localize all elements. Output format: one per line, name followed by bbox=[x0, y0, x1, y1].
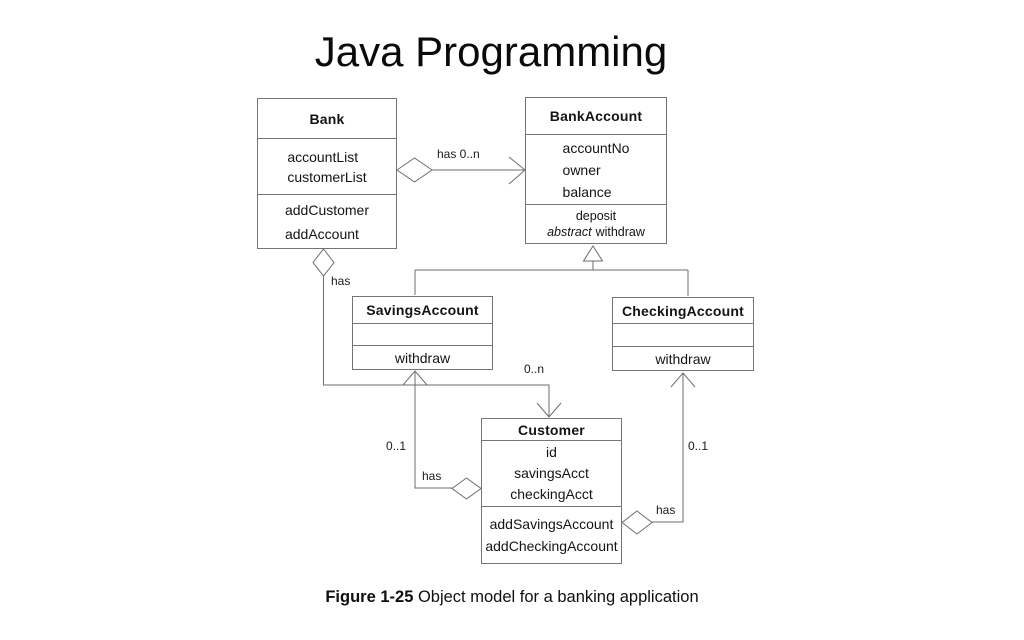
class-attributes bbox=[613, 323, 753, 346]
open-arrowhead-icon bbox=[536, 402, 562, 418]
edge-label-customer-checking-has: has bbox=[656, 503, 676, 517]
class-box-bank: Bank accountList customerList addCustome… bbox=[257, 98, 397, 249]
edge-label-customer-checking-mult: 0..1 bbox=[688, 439, 709, 453]
class-name: Customer bbox=[518, 421, 585, 438]
inheritance-triangle-icon bbox=[582, 245, 604, 262]
method: addCheckingAccount bbox=[485, 538, 618, 554]
method: withdraw bbox=[655, 350, 711, 367]
edge-label-customer-savings-has: has bbox=[422, 469, 442, 483]
attribute: customerList bbox=[287, 168, 367, 185]
class-box-customer: Customer id savingsAcct checkingAcct add… bbox=[481, 418, 622, 564]
attribute: owner bbox=[562, 161, 601, 178]
method-name: withdraw bbox=[595, 225, 645, 239]
class-name: SavingsAccount bbox=[366, 302, 479, 318]
method: withdraw bbox=[394, 349, 451, 366]
method: addAccount bbox=[284, 225, 359, 242]
class-box-savingsaccount: SavingsAccount withdraw bbox=[352, 296, 493, 370]
edge-customer-savings bbox=[402, 370, 482, 500]
figure-caption-text: Object model for a banking application bbox=[413, 588, 699, 606]
edge-bank-bankaccount bbox=[396, 156, 526, 185]
method: addCustomer bbox=[284, 201, 370, 218]
open-arrowhead-icon bbox=[670, 372, 696, 388]
figure-caption-label: Figure 1-25 bbox=[325, 588, 414, 606]
open-arrowhead-icon bbox=[402, 370, 428, 386]
method: addSavingsAccount bbox=[489, 516, 614, 532]
attribute: accountList bbox=[287, 148, 359, 165]
attribute: checkingAcct bbox=[510, 486, 593, 502]
attribute: balance bbox=[562, 183, 612, 200]
edge-label-bank-customer-has: has bbox=[331, 274, 351, 288]
edge-customer-checking bbox=[621, 372, 696, 535]
slide-title: Java Programming bbox=[314, 28, 668, 75]
class-methods: withdraw bbox=[613, 346, 753, 370]
class-name: Bank bbox=[309, 110, 345, 127]
class-attributes: accountList customerList bbox=[258, 138, 396, 194]
class-attributes: accountNo owner balance bbox=[526, 134, 666, 204]
class-box-bankaccount: BankAccount accountNo owner balance depo… bbox=[525, 97, 667, 244]
method: deposit bbox=[575, 209, 617, 223]
edge-label-bank-customer-mult: 0..n bbox=[524, 362, 545, 376]
class-attributes bbox=[353, 323, 492, 345]
class-methods: withdraw bbox=[353, 345, 492, 369]
method-modifier: abstract bbox=[547, 225, 592, 239]
class-attributes: id savingsAcct checkingAcct bbox=[482, 440, 621, 506]
class-methods: addSavingsAccount addCheckingAccount bbox=[482, 506, 621, 563]
figure-caption: Figure 1-25 Object model for a banking a… bbox=[0, 588, 1024, 607]
aggregation-diamond-icon bbox=[621, 510, 653, 535]
aggregation-diamond-icon bbox=[396, 157, 433, 183]
attribute: savingsAcct bbox=[514, 465, 589, 481]
class-methods: addCustomer addAccount bbox=[258, 194, 396, 248]
aggregation-diamond-icon bbox=[312, 248, 335, 277]
class-box-checkingaccount: CheckingAccount withdraw bbox=[612, 297, 754, 371]
class-name: BankAccount bbox=[549, 108, 643, 124]
attribute: accountNo bbox=[562, 139, 630, 156]
class-name: CheckingAccount bbox=[621, 302, 744, 319]
edge-inheritance bbox=[414, 245, 689, 296]
edge-label-has-0n: has 0..n bbox=[437, 147, 480, 161]
aggregation-diamond-icon bbox=[451, 477, 482, 500]
attribute: id bbox=[546, 444, 557, 460]
edge-label-customer-savings-mult: 0..1 bbox=[386, 439, 407, 453]
edge-bank-customer bbox=[312, 248, 562, 418]
